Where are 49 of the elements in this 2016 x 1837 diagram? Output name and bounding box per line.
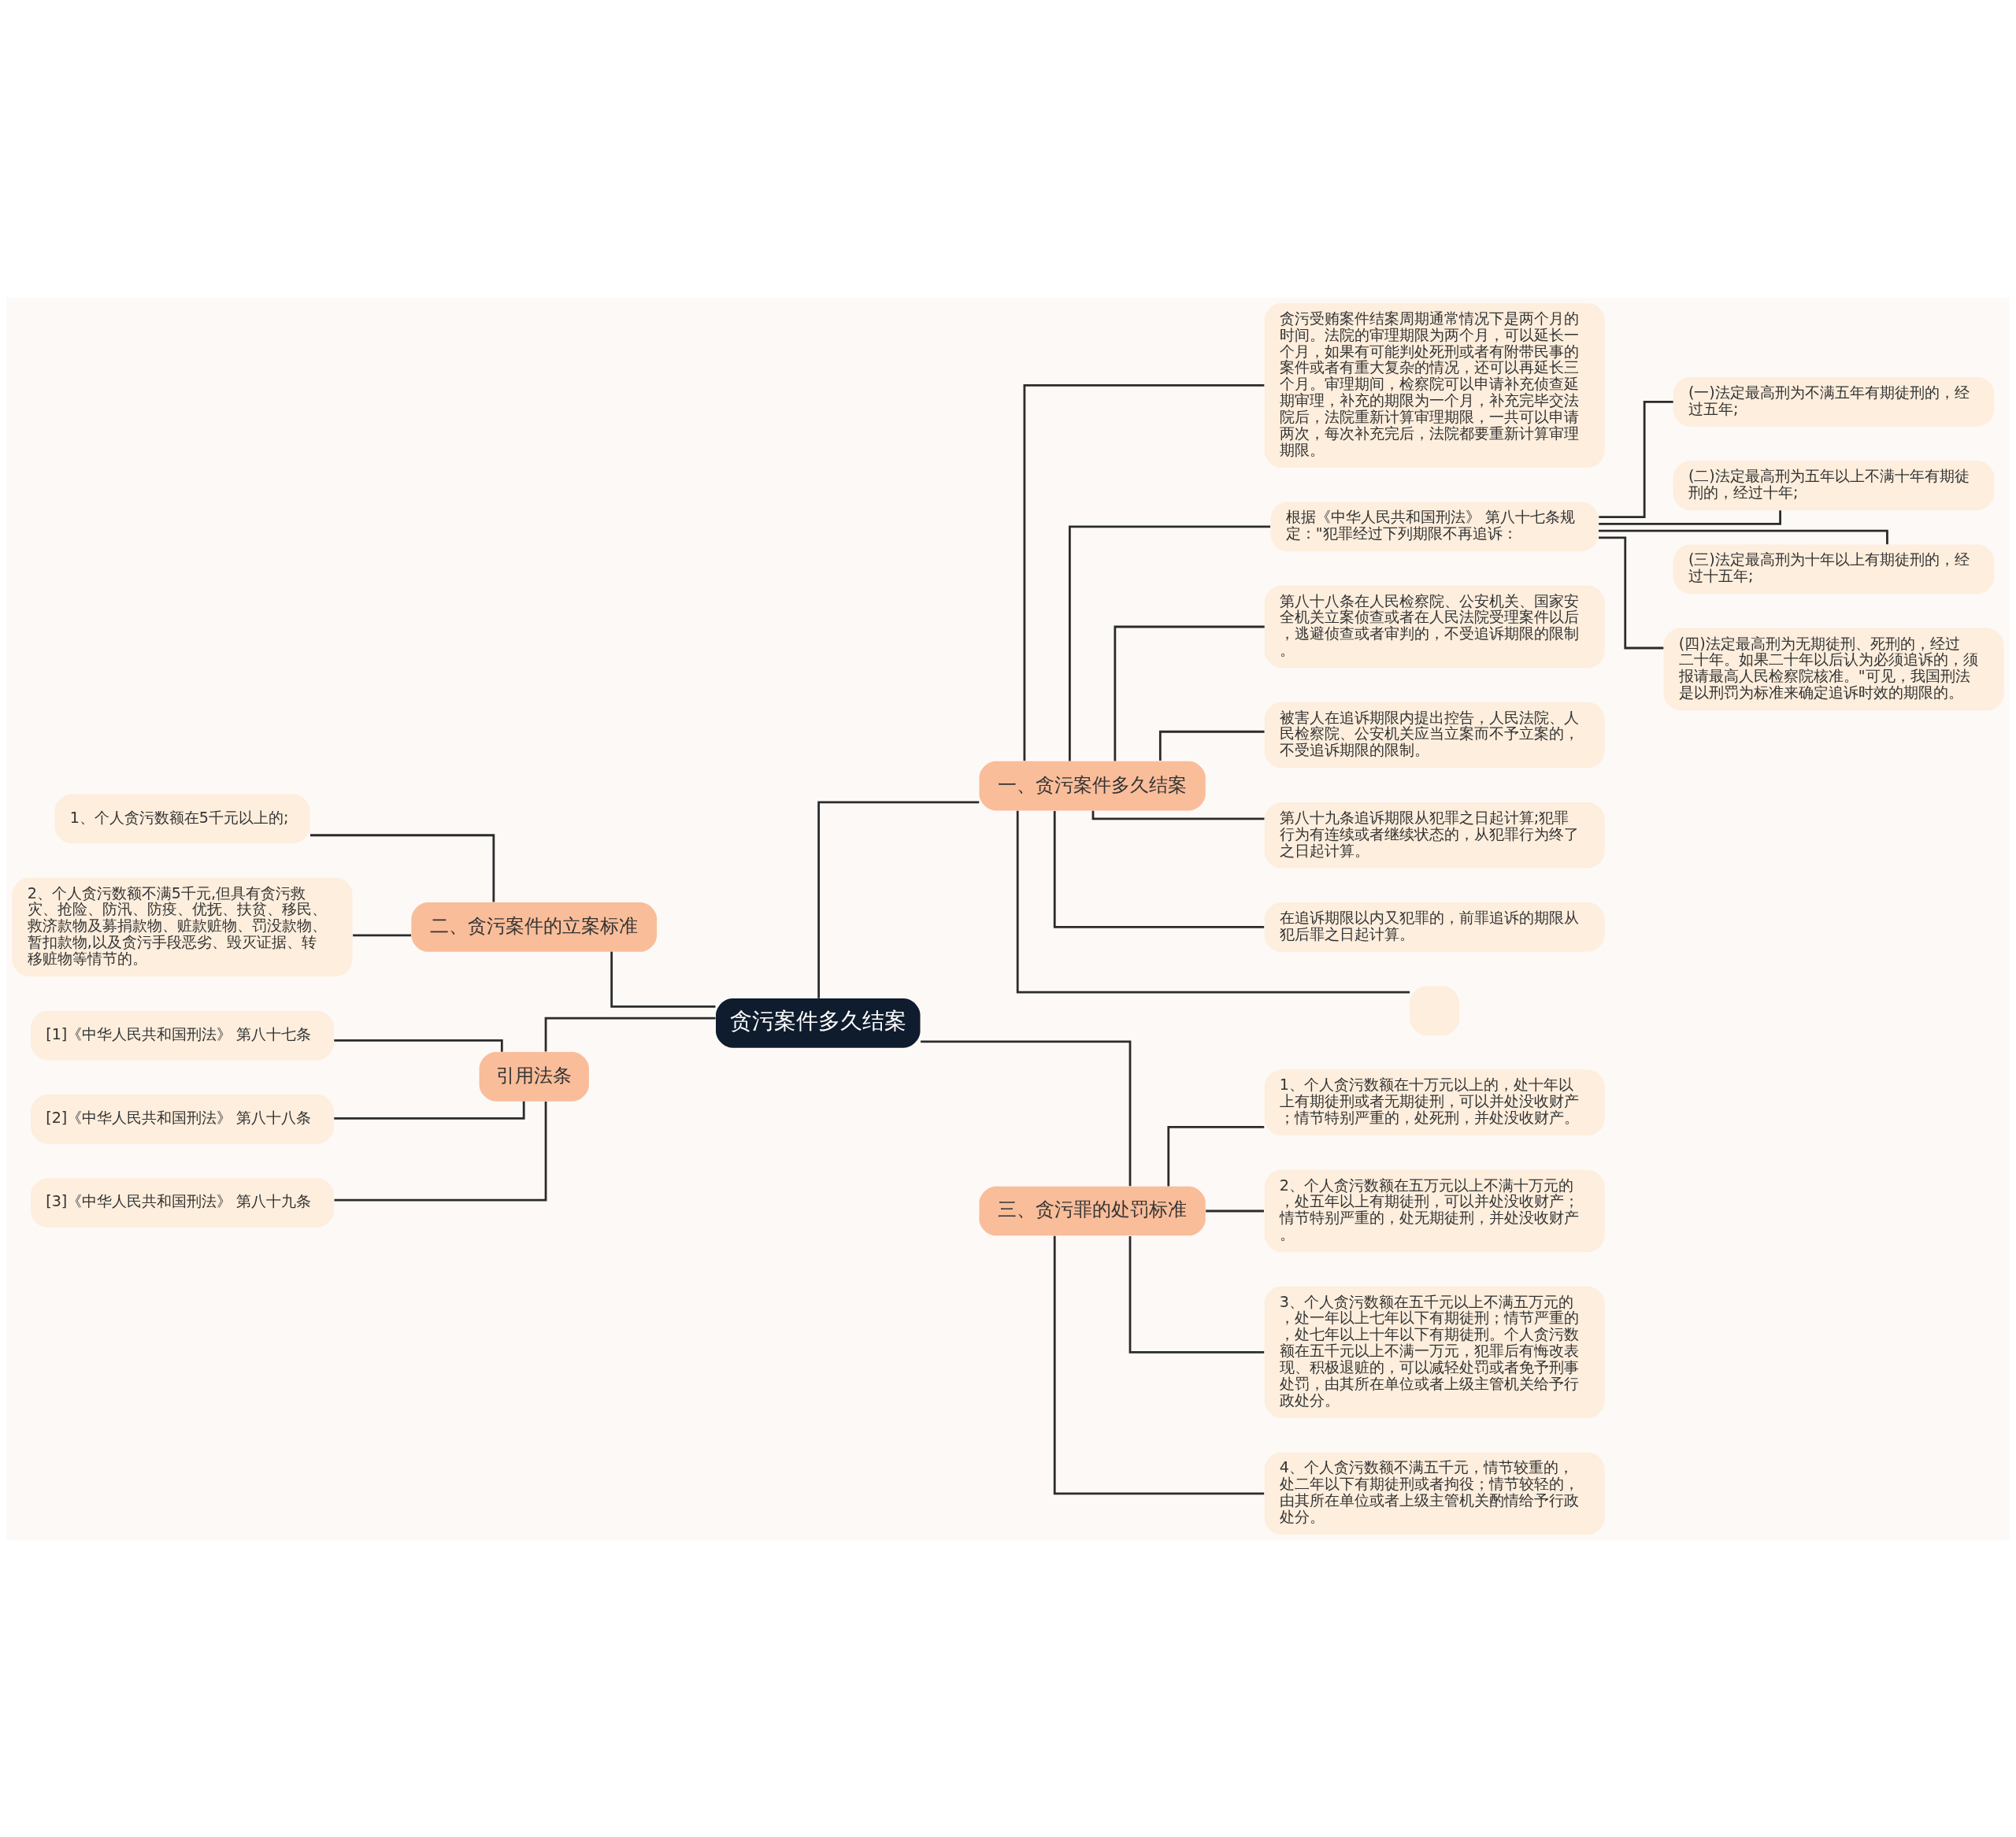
node-box: 3、个人贪污数额在五千元以上不满五万元的，处一年以上七年以下有期徒刑；情节严重的，处七年以上十年以下有期徒刑。个人贪污数额在五千元以上不满一万元，犯罪后有悔改表现、积极退赃的，可以减轻处罚或者免予刑事处罚，由其所在单位或者上级主管机关给予行政处分。 xyxy=(1264,1286,1605,1418)
node-box: 2、个人贪污数额不满5千元,但具有贪污救灾、抢险、防汛、防疫、优抚、扶贫、移民、救济款物及募捐款物、赃款赃物、罚没款物、暂扣款物,以及贪污手段恶劣、毁灭证据、转移赃物等情节的。 xyxy=(12,877,353,976)
node-box: 第八十八条在人民检察院、公安机关、国家安全机关立案侦查或者在人民法院受理案件以后，逃避侦查或者审判的，不受追诉期限的限制。 xyxy=(1264,585,1605,668)
node-box: 被害人在追诉期限内提出控告，人民法院、人民检察院、公安机关应当立案而不予立案的，不受追诉期限的限制。 xyxy=(1264,702,1605,768)
node-box: [2]《中华人民共和国刑法》 第八十八条 xyxy=(31,1094,334,1144)
connector xyxy=(334,1039,503,1052)
node-box: 在追诉期限以内又犯罪的，前罪追诉的期限从犯后罪之日起计算。 xyxy=(1264,902,1605,952)
connector xyxy=(544,1017,716,1051)
node-box: (四)法定最高刑为无期徒刑、死刑的，经过二十年。如果二十年以后认为必须追诉的，须报请最高人民检察院核准。"可见，我国刑法是以刑罚为标准来确定追诉时效的期限的。 xyxy=(1663,628,2004,710)
node-box: 三、贪污罪的处罚标准 xyxy=(979,1186,1206,1235)
connector xyxy=(817,801,980,998)
connector xyxy=(1206,1209,1264,1212)
node-box: 1、个人贪污数额在5千元以上的; xyxy=(54,794,310,843)
connector xyxy=(1599,400,1673,518)
connector xyxy=(921,1040,1132,1186)
connector xyxy=(1023,383,1265,761)
node-box: 贪污受贿案件结案周期通常情况下是两个月的时间。法院的审理期限为两个月，可以延长一个月，如果有可能判处死刑或者有附带民事的案件或者有重大复杂的情况，还可以再延长三个月。审理期间，检察院可以申请补充侦查延期审理，补充的期限为一个月，补充完毕交法院后，法院重新计算审理期限，一共可以申请两次，每次补充完后，法院都要重新计算审理期限。 xyxy=(1264,302,1605,468)
node-box: (三)法定最高刑为十年以上有期徒刑的，经过十五年; xyxy=(1673,544,1995,594)
connector xyxy=(1599,535,1664,649)
connector xyxy=(1053,1235,1265,1494)
node-box: 根据《中华人民共和国刑法》 第八十七条规定："犯罪经过下列期限不再追诉： xyxy=(1270,502,1599,551)
node-box: 第八十九条追诉期限从犯罪之日起计算;犯罪行为有连续或者继续状态的，从犯罪行为终了之日起计算。 xyxy=(1264,802,1605,869)
connector xyxy=(1128,1235,1265,1354)
node-box: 4、个人贪污数额不满五千元，情节较重的，处二年以下有期徒刑或者拘役；情节较轻的，由其所在单位或者上级主管机关酌情给予行政处分。 xyxy=(1264,1452,1605,1535)
connector xyxy=(610,951,716,1008)
connector xyxy=(1599,509,1781,525)
connector xyxy=(1016,810,1410,994)
connector xyxy=(1158,730,1265,761)
node-box: [3]《中华人民共和国刑法》 第八十九条 xyxy=(31,1177,334,1228)
node-box: 2、个人贪污数额在五万元以上不满十万元的，处五年以上有期徒刑，可以并处没收财产；情节特别严重的，处无期徒刑，并处没收财产。 xyxy=(1264,1169,1605,1252)
connector xyxy=(310,833,495,902)
connector xyxy=(334,1101,547,1201)
node-box: 二、贪污案件的立案标准 xyxy=(411,902,658,952)
node-box: [1]《中华人民共和国刑法》 第八十七条 xyxy=(31,1010,334,1060)
connector xyxy=(1069,524,1271,761)
connector xyxy=(1053,810,1265,928)
connector xyxy=(1114,625,1265,761)
node-box: 引用法条 xyxy=(479,1051,589,1102)
connector xyxy=(1091,810,1265,820)
node-box: 贪污案件多久结案 xyxy=(716,998,921,1048)
connector xyxy=(334,1101,525,1120)
node-box: 一、贪污案件多久结案 xyxy=(979,761,1206,810)
connector xyxy=(1599,529,1888,544)
node-box xyxy=(1410,985,1460,1035)
connector xyxy=(1167,1125,1265,1187)
node-box: (一)法定最高刑为不满五年有期徒刑的，经过五年; xyxy=(1673,376,1995,427)
node-box: (二)法定最高刑为五年以上不满十年有期徒刑的，经过十年; xyxy=(1673,460,1995,510)
connector xyxy=(353,934,411,936)
node-box: 1、个人贪污数额在十万元以上的，处十年以上有期徒刑或者无期徒刑，可以并处没收财产；情节特别严重的，处死刑，并处没收财产。 xyxy=(1264,1069,1605,1135)
